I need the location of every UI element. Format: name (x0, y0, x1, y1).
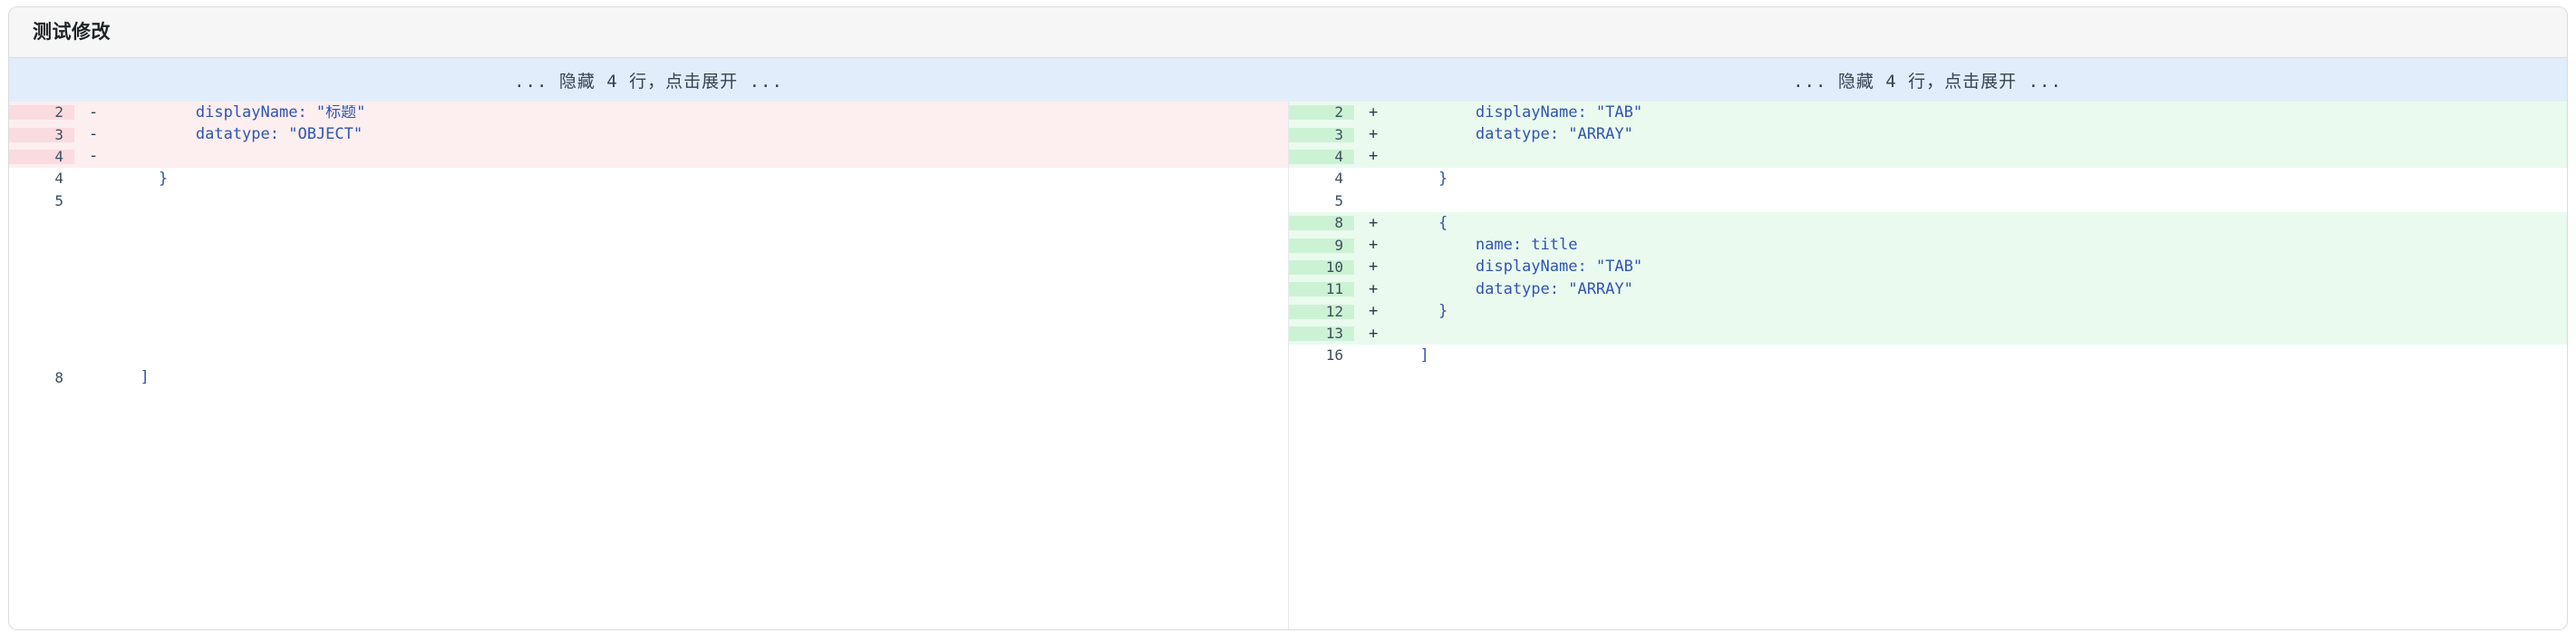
code-text: datatype: "ARRAY" (1401, 281, 1633, 297)
card-header: 测试修改 (9, 7, 2567, 58)
code-text: datatype: "OBJECT" (121, 127, 363, 143)
line-number: 5 (54, 191, 63, 209)
diff-marker: + (1369, 236, 1379, 255)
line-number: 4 (1334, 170, 1343, 188)
line-number: 4 (9, 149, 74, 164)
diff-marker: + (1369, 258, 1379, 277)
diff-line-add: 13 + (1289, 322, 2567, 345)
code-text: } (1401, 170, 1448, 187)
collapsed-lines-row[interactable]: ... 隐藏 4 行，点击展开 ... ... 隐藏 4 行，点击展开 ... (9, 58, 2567, 102)
code-text: ] (121, 370, 150, 386)
diff-pane-old: 2- displayName: "标题"3- datatype: "OBJECT… (9, 102, 1288, 629)
code-text: { (1401, 215, 1448, 231)
line-number: 4 (54, 170, 63, 188)
diff-line-del: 2- displayName: "标题" (9, 102, 1288, 124)
diff-line-add: 8 + { (1289, 211, 2567, 235)
diff-line-filler (9, 234, 1288, 257)
code-text: name: title (1401, 238, 1578, 254)
code-text: } (1401, 304, 1448, 320)
line-number: 2 (9, 105, 74, 121)
code-text: displayName: "TAB" (1401, 259, 1643, 276)
diff-line-context: 8 ] (9, 366, 1288, 390)
diff-line-add: 2 + displayName: "TAB" (1289, 102, 2567, 124)
line-number: 12 (1289, 304, 1354, 319)
expand-hidden-lines-right[interactable]: ... 隐藏 4 行，点击展开 ... (1793, 71, 2062, 92)
line-number: 16 (1325, 346, 1343, 365)
code-text: } (121, 170, 169, 187)
diff-panes: 2- displayName: "标题"3- datatype: "OBJECT… (9, 102, 2567, 629)
diff-marker: + (1369, 102, 1379, 122)
page-title: 测试修改 (33, 22, 111, 43)
diff-marker: - (89, 102, 99, 122)
diff-line-add: 3 + datatype: "ARRAY" (1289, 123, 2567, 146)
diff-body: ... 隐藏 4 行，点击展开 ... ... 隐藏 4 行，点击展开 ... … (9, 58, 2567, 629)
line-number: 5 (1334, 191, 1343, 209)
line-number: 8 (54, 368, 63, 386)
code-text: displayName: "TAB" (1401, 104, 1643, 121)
diff-pane-new: 2 + displayName: "TAB" 3 + datatype: "ARRAY… (1288, 102, 2567, 629)
diff-marker: + (1369, 213, 1379, 232)
diff-line-filler (9, 256, 1288, 279)
diff-line-del: 4- (9, 145, 1288, 169)
diff-line-filler (9, 322, 1288, 345)
line-number: 3 (9, 127, 74, 142)
diff-marker: + (1369, 302, 1379, 321)
code-text: datatype: "ARRAY" (1401, 127, 1633, 143)
diff-card: 测试修改 ... 隐藏 4 行，点击展开 ... ... 隐藏 4 行，点击展开… (8, 6, 2568, 630)
diff-marker: - (89, 147, 99, 166)
diff-line-filler (9, 345, 1288, 367)
diff-line-filler (9, 300, 1288, 323)
line-number: 4 (1289, 149, 1354, 164)
diff-marker: - (89, 125, 99, 144)
expand-hidden-lines-left[interactable]: ... 隐藏 4 行，点击展开 ... (514, 71, 783, 92)
diff-marker: + (1369, 279, 1379, 298)
diff-line-filler (9, 278, 1288, 301)
diff-marker: + (1369, 147, 1379, 166)
diff-line-add: 11 + datatype: "ARRAY" (1289, 278, 2567, 301)
line-number: 13 (1289, 326, 1354, 342)
diff-line-context: 16 ] (1289, 345, 2567, 367)
diff-line-context: 5 (1289, 190, 2567, 212)
diff-line-context: 4 } (9, 168, 1288, 190)
diff-line-add: 4+ (1289, 145, 2567, 169)
diff-line-add: 10 + displayName: "TAB" (1289, 256, 2567, 279)
line-number: 8 (1289, 216, 1354, 231)
diff-marker: + (1369, 125, 1379, 144)
line-number: 11 (1289, 282, 1354, 297)
code-text: ] (1401, 347, 1429, 364)
code-text: displayName: "标题" (121, 104, 366, 121)
line-number: 2 (1289, 105, 1354, 121)
line-number: 3 (1289, 127, 1354, 142)
diff-marker: + (1369, 324, 1379, 343)
diff-line-context: 5 (9, 190, 1288, 212)
diff-line-add: 9 + name: title (1289, 234, 2567, 257)
diff-line-add: 12 + } (1289, 300, 2567, 323)
diff-line-filler (9, 211, 1288, 235)
line-number: 9 (1289, 238, 1354, 253)
diff-line-context: 4 } (1289, 168, 2567, 190)
diff-line-del: 3- datatype: "OBJECT" (9, 123, 1288, 146)
line-number: 10 (1289, 259, 1354, 275)
